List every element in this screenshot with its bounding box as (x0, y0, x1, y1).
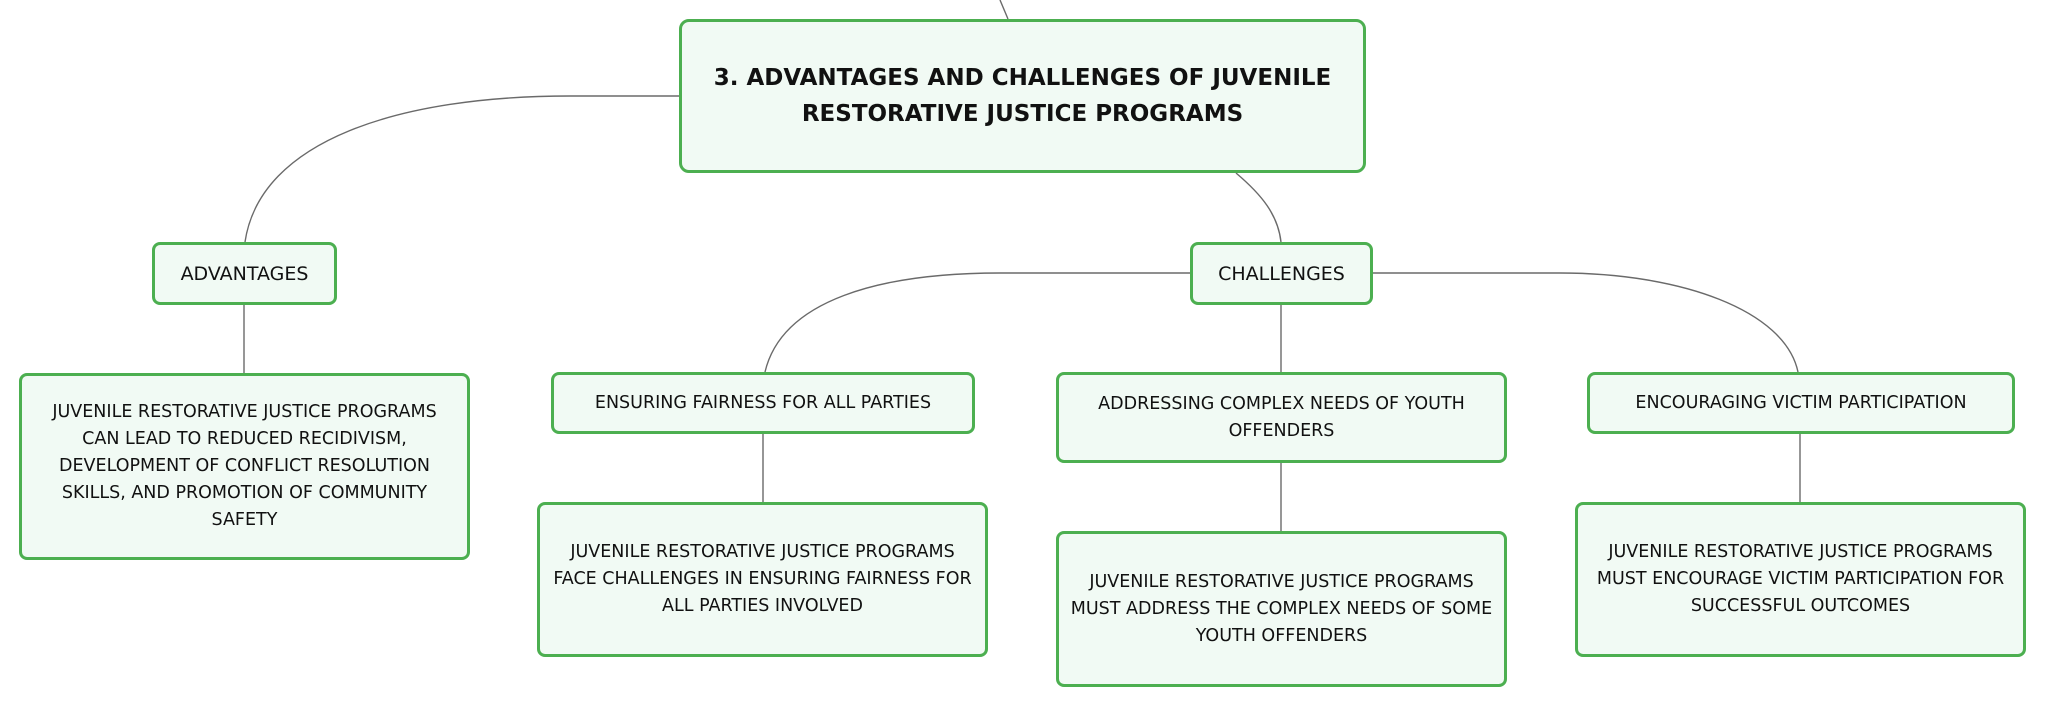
complex-needs-detail-node[interactable]: JUVENILE RESTORATIVE JUSTICE PROGRAMS MU… (1056, 531, 1507, 687)
victim-participation-detail-text: JUVENILE RESTORATIVE JUSTICE PROGRAMS MU… (1596, 542, 2005, 616)
advantages-detail-node[interactable]: JUVENILE RESTORATIVE JUSTICE PROGRAMS CA… (19, 373, 470, 560)
advantages-label: ADVANTAGES (180, 262, 309, 285)
fairness-detail-node[interactable]: JUVENILE RESTORATIVE JUSTICE PROGRAMS FA… (537, 502, 988, 657)
complex-needs-detail-text: JUVENILE RESTORATIVE JUSTICE PROGRAMS MU… (1070, 571, 1493, 646)
challenge-complex-needs-label: ADDRESSING COMPLEX NEEDS OF YOUTH OFFEND… (1098, 393, 1465, 441)
victim-participation-detail-node[interactable]: JUVENILE RESTORATIVE JUSTICE PROGRAMS MU… (1575, 502, 2026, 657)
advantages-detail-text: JUVENILE RESTORATIVE JUSTICE PROGRAMS CA… (52, 402, 437, 530)
challenge-victim-participation-label: ENCOURAGING VICTIM PARTICIPATION (1635, 392, 1967, 413)
challenges-label: CHALLENGES (1218, 262, 1345, 285)
advantages-node[interactable]: ADVANTAGES (152, 242, 337, 305)
challenge-fairness-node[interactable]: ENSURING FAIRNESS FOR ALL PARTIES (551, 372, 975, 434)
connector-parent-to-root (999, 0, 1009, 20)
connector-challenges-to-fairness (764, 272, 1190, 373)
root-topic-node[interactable]: 3. ADVANTAGES AND CHALLENGES OF JUVENILE… (679, 19, 1366, 173)
connector-root-to-advantages (244, 95, 679, 243)
challenges-node[interactable]: CHALLENGES (1190, 242, 1373, 305)
fairness-detail-text: JUVENILE RESTORATIVE JUSTICE PROGRAMS FA… (553, 542, 972, 616)
connector-root-to-challenges (1235, 172, 1282, 243)
connector-challenges-to-victim (1373, 272, 1799, 373)
challenge-complex-needs-node[interactable]: ADDRESSING COMPLEX NEEDS OF YOUTH OFFEND… (1056, 372, 1507, 463)
root-topic-label: 3. ADVANTAGES AND CHALLENGES OF JUVENILE… (713, 65, 1332, 127)
challenge-fairness-label: ENSURING FAIRNESS FOR ALL PARTIES (594, 392, 932, 413)
challenge-victim-participation-node[interactable]: ENCOURAGING VICTIM PARTICIPATION (1587, 372, 2015, 434)
